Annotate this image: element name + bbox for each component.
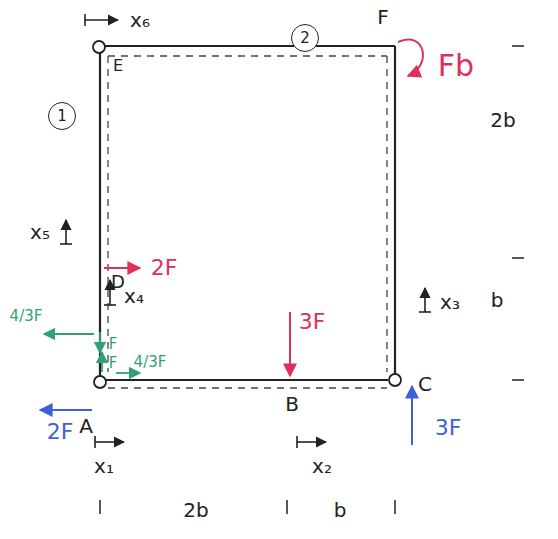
point-label: E [113, 58, 123, 74]
member-number: 1 [57, 107, 67, 125]
force-label: 4/3F [10, 309, 43, 324]
dimension-label: b [491, 290, 504, 310]
member-number-circle: 2 [291, 24, 319, 52]
moment-load: Fb [438, 51, 474, 81]
reaction-label: 2F [47, 421, 74, 443]
point-label: A [79, 416, 93, 436]
dimension-label: b [334, 500, 347, 520]
reaction-label: 3F [435, 417, 462, 439]
coordinate-label: x₂ [312, 456, 332, 476]
force-label: F [109, 337, 118, 352]
point-label: B [285, 394, 299, 414]
coordinate-label: x₆ [130, 10, 150, 30]
point-label: D [111, 273, 125, 291]
point-label: F [377, 7, 389, 27]
coordinate-label: x₁ [94, 456, 114, 476]
load-label: 3F [299, 311, 326, 333]
dimension-label: 2b [490, 110, 515, 130]
force-label: 4/3F [134, 355, 167, 370]
coordinate-label: x₄ [124, 286, 144, 306]
coordinate-label: x₃ [440, 292, 460, 312]
point-label: C [418, 374, 432, 394]
coordinate-label: x₅ [30, 222, 50, 242]
member-number-circle: 1 [48, 102, 76, 130]
load-label: 2F [151, 257, 178, 279]
member-number: 2 [300, 29, 310, 47]
force-label: F [109, 356, 118, 371]
dimension-label: 2b [183, 500, 208, 520]
